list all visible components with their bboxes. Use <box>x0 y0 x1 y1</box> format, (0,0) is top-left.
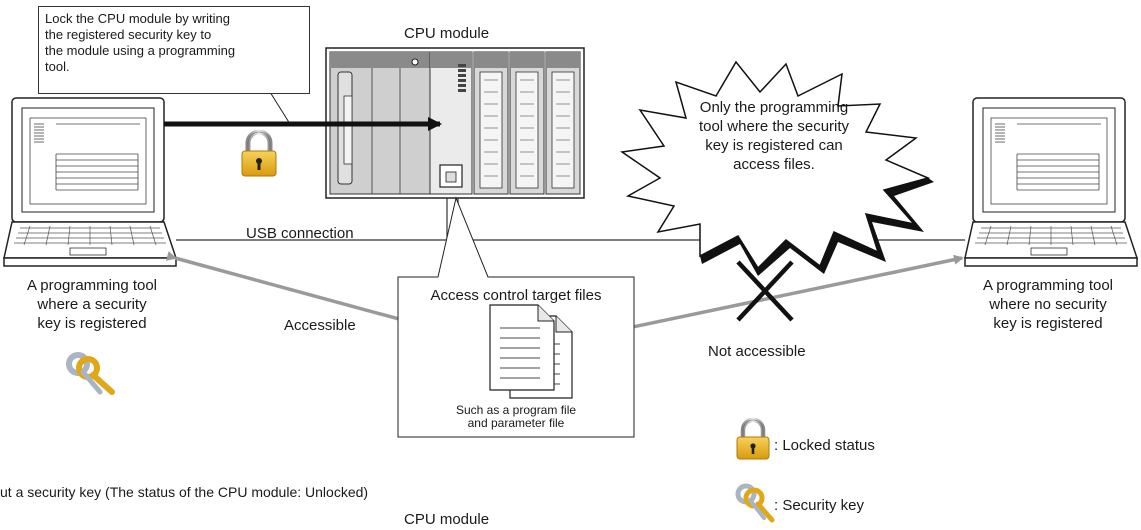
right-pc-label-line-3: key is registered <box>993 315 1103 332</box>
right-pc-label-line-2: where no security <box>989 296 1107 313</box>
legend-key-label: : Security key <box>774 497 865 514</box>
right-pc-label: A programming tool where no security key… <box>956 276 1140 333</box>
left-pc-label: A programming tool where a security key … <box>0 276 184 333</box>
burst-line-2: tool where the security <box>698 118 850 135</box>
left-pc-label-line-2: where a security <box>37 296 147 313</box>
callout-line-4: tool. <box>45 59 70 74</box>
legend-locked-label: : Locked status <box>774 437 875 454</box>
burst-text: Only the programming tool where the secu… <box>674 98 874 174</box>
files-caption-line-2: and parameter file <box>467 416 565 430</box>
callout-line-1: Lock the CPU module by writing <box>45 11 230 26</box>
legend-key-icon <box>735 483 775 523</box>
files-box-title: Access control target files <box>430 287 602 304</box>
blocked-x-icon <box>736 260 794 322</box>
left-pc-label-line-3: key is registered <box>37 315 147 332</box>
callout-line-3: the module using a programming <box>45 43 236 58</box>
burst-line-4: access files. <box>733 156 815 173</box>
not-accessible-label: Not accessible <box>708 343 806 360</box>
callout-line-2: the registered security key to <box>45 27 212 42</box>
security-key-icon <box>66 352 115 395</box>
cpu-module-label: CPU module <box>404 25 490 42</box>
left-pc-label-line-1: A programming tool <box>26 277 158 294</box>
legend-lock-icon <box>736 417 770 460</box>
accessible-label: Accessible <box>284 317 356 334</box>
burst-shadow <box>700 178 934 276</box>
document-files-icon <box>489 304 573 399</box>
bottom-caption: ut a security key (The status of the CPU… <box>0 484 369 500</box>
instruction-callout: Lock the CPU module by writing the regis… <box>38 6 310 94</box>
files-caption-line-1: Such as a program file <box>455 403 577 417</box>
right-pc-label-line-1: A programming tool <box>982 277 1114 294</box>
burst-line-1: Only the programming <box>699 99 849 116</box>
right-laptop-icon <box>964 97 1139 267</box>
burst-line-3: key is registered can <box>705 137 843 154</box>
left-laptop-icon <box>3 97 178 267</box>
cpu-module-label-bottom: CPU module <box>404 511 490 528</box>
files-box-caption: Such as a program file and parameter fil… <box>400 404 632 430</box>
usb-connection-label: USB connection <box>246 225 354 242</box>
lock-icon <box>241 129 277 177</box>
callout-pointer-line <box>269 91 291 125</box>
